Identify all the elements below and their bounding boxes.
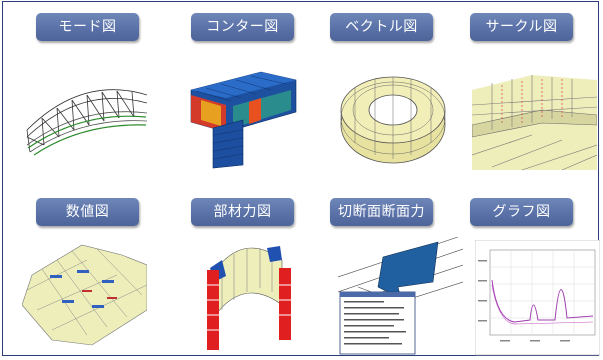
tile-label-mode[interactable]: モード図 [36,13,139,41]
tile-label-circle[interactable]: サークル図 [470,13,573,41]
mode-shape-bridge-icon[interactable] [22,55,147,175]
numeric-mesh-icon[interactable] [22,235,147,355]
tile-label-section-force[interactable]: 切断面断面力 [330,198,433,226]
vector-ring-icon[interactable] [335,55,460,175]
circle-plot-icon[interactable] [472,55,597,175]
member-force-arch-icon[interactable] [182,230,307,350]
tile-label-graph[interactable]: グラフ図 [470,198,573,226]
tile-label-contour[interactable]: コンター図 [191,13,294,41]
tile-label-numeric[interactable]: 数値図 [36,198,139,226]
tile-label-member-force[interactable]: 部材力図 [191,198,294,226]
tile-label-vector[interactable]: ベクトル図 [330,13,433,41]
graph-plot-icon[interactable] [475,240,600,360]
contour-pier-icon[interactable] [181,50,306,170]
section-force-icon[interactable] [338,237,463,357]
